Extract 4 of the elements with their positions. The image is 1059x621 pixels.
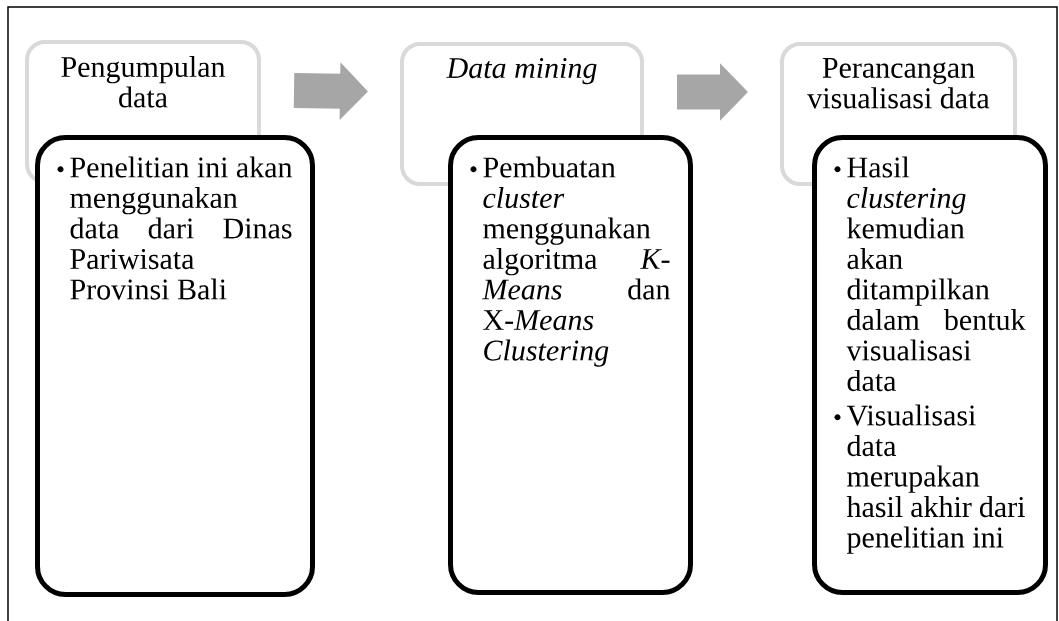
bullet-item: Visualisasi data merupakan hasil akhir dari penelitian ini [834,404,1025,554]
detail-box [812,135,1048,595]
detail-box [35,135,315,597]
detail-box [448,135,693,595]
